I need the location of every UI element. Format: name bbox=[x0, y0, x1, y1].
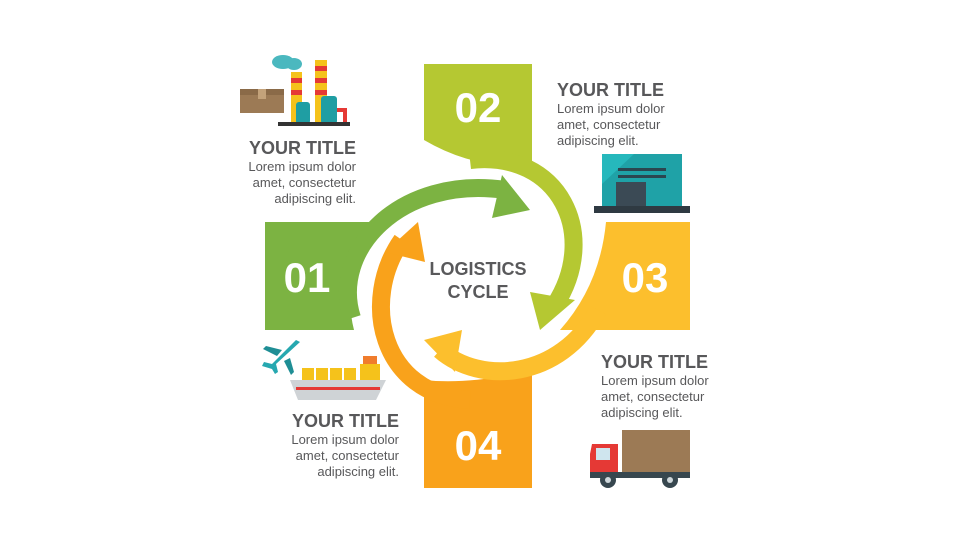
arc-04 bbox=[372, 234, 471, 409]
arrowhead-01 bbox=[492, 175, 530, 218]
step-04-text-1: Lorem ipsum dolor bbox=[291, 432, 399, 447]
step-01-title: YOUR TITLE bbox=[249, 138, 356, 158]
step-02-caption: YOUR TITLE Lorem ipsum dolor amet, conse… bbox=[557, 79, 737, 149]
step-02-text-2: amet, consectetur bbox=[557, 117, 661, 132]
step-03-text-2: amet, consectetur bbox=[601, 389, 705, 404]
step-04-number: 04 bbox=[454, 422, 502, 469]
truck-icon bbox=[590, 430, 690, 488]
factory-icon bbox=[240, 55, 350, 126]
step-01-number: 01 bbox=[283, 254, 331, 301]
step-02-text-1: Lorem ipsum dolor bbox=[557, 101, 665, 116]
ship-icon bbox=[290, 356, 386, 400]
step-02-block bbox=[424, 64, 532, 166]
center-label-line2: CYCLE bbox=[447, 282, 509, 302]
step-03-text-3: adipiscing elit. bbox=[601, 405, 683, 420]
step-02-number: 02 bbox=[454, 84, 502, 131]
step-03-text-1: Lorem ipsum dolor bbox=[601, 373, 709, 388]
step-02-title: YOUR TITLE bbox=[557, 80, 664, 100]
step-01-text-1: Lorem ipsum dolor bbox=[248, 159, 356, 174]
step-03-block bbox=[560, 222, 690, 330]
step-04-title: YOUR TITLE bbox=[292, 411, 399, 431]
center-label: LOGISTICS CYCLE bbox=[418, 258, 538, 304]
warehouse-icon bbox=[594, 154, 690, 213]
center-label-line1: LOGISTICS bbox=[429, 259, 527, 279]
arrowhead-04 bbox=[385, 222, 425, 262]
arrowhead-02 bbox=[530, 292, 575, 330]
arrowhead-03 bbox=[424, 330, 462, 372]
step-04-text-3: adipiscing elit. bbox=[317, 464, 399, 479]
arc-01 bbox=[338, 179, 507, 321]
step-01-text-3: adipiscing elit. bbox=[274, 191, 356, 206]
step-03-number: 03 bbox=[621, 254, 669, 301]
step-01-text-2: amet, consectetur bbox=[252, 175, 356, 190]
airplane-icon bbox=[262, 340, 300, 375]
step-03-caption: YOUR TITLE Lorem ipsum dolor amet, conse… bbox=[601, 351, 781, 421]
step-04-caption: YOUR TITLE Lorem ipsum dolor amet, conse… bbox=[219, 410, 399, 480]
arc-02 bbox=[469, 150, 583, 310]
step-04-text-2: amet, consectetur bbox=[295, 448, 399, 463]
step-03-title: YOUR TITLE bbox=[601, 352, 708, 372]
step-02-text-3: adipiscing elit. bbox=[557, 133, 639, 148]
step-01-caption: YOUR TITLE Lorem ipsum dolor amet, conse… bbox=[176, 137, 356, 207]
